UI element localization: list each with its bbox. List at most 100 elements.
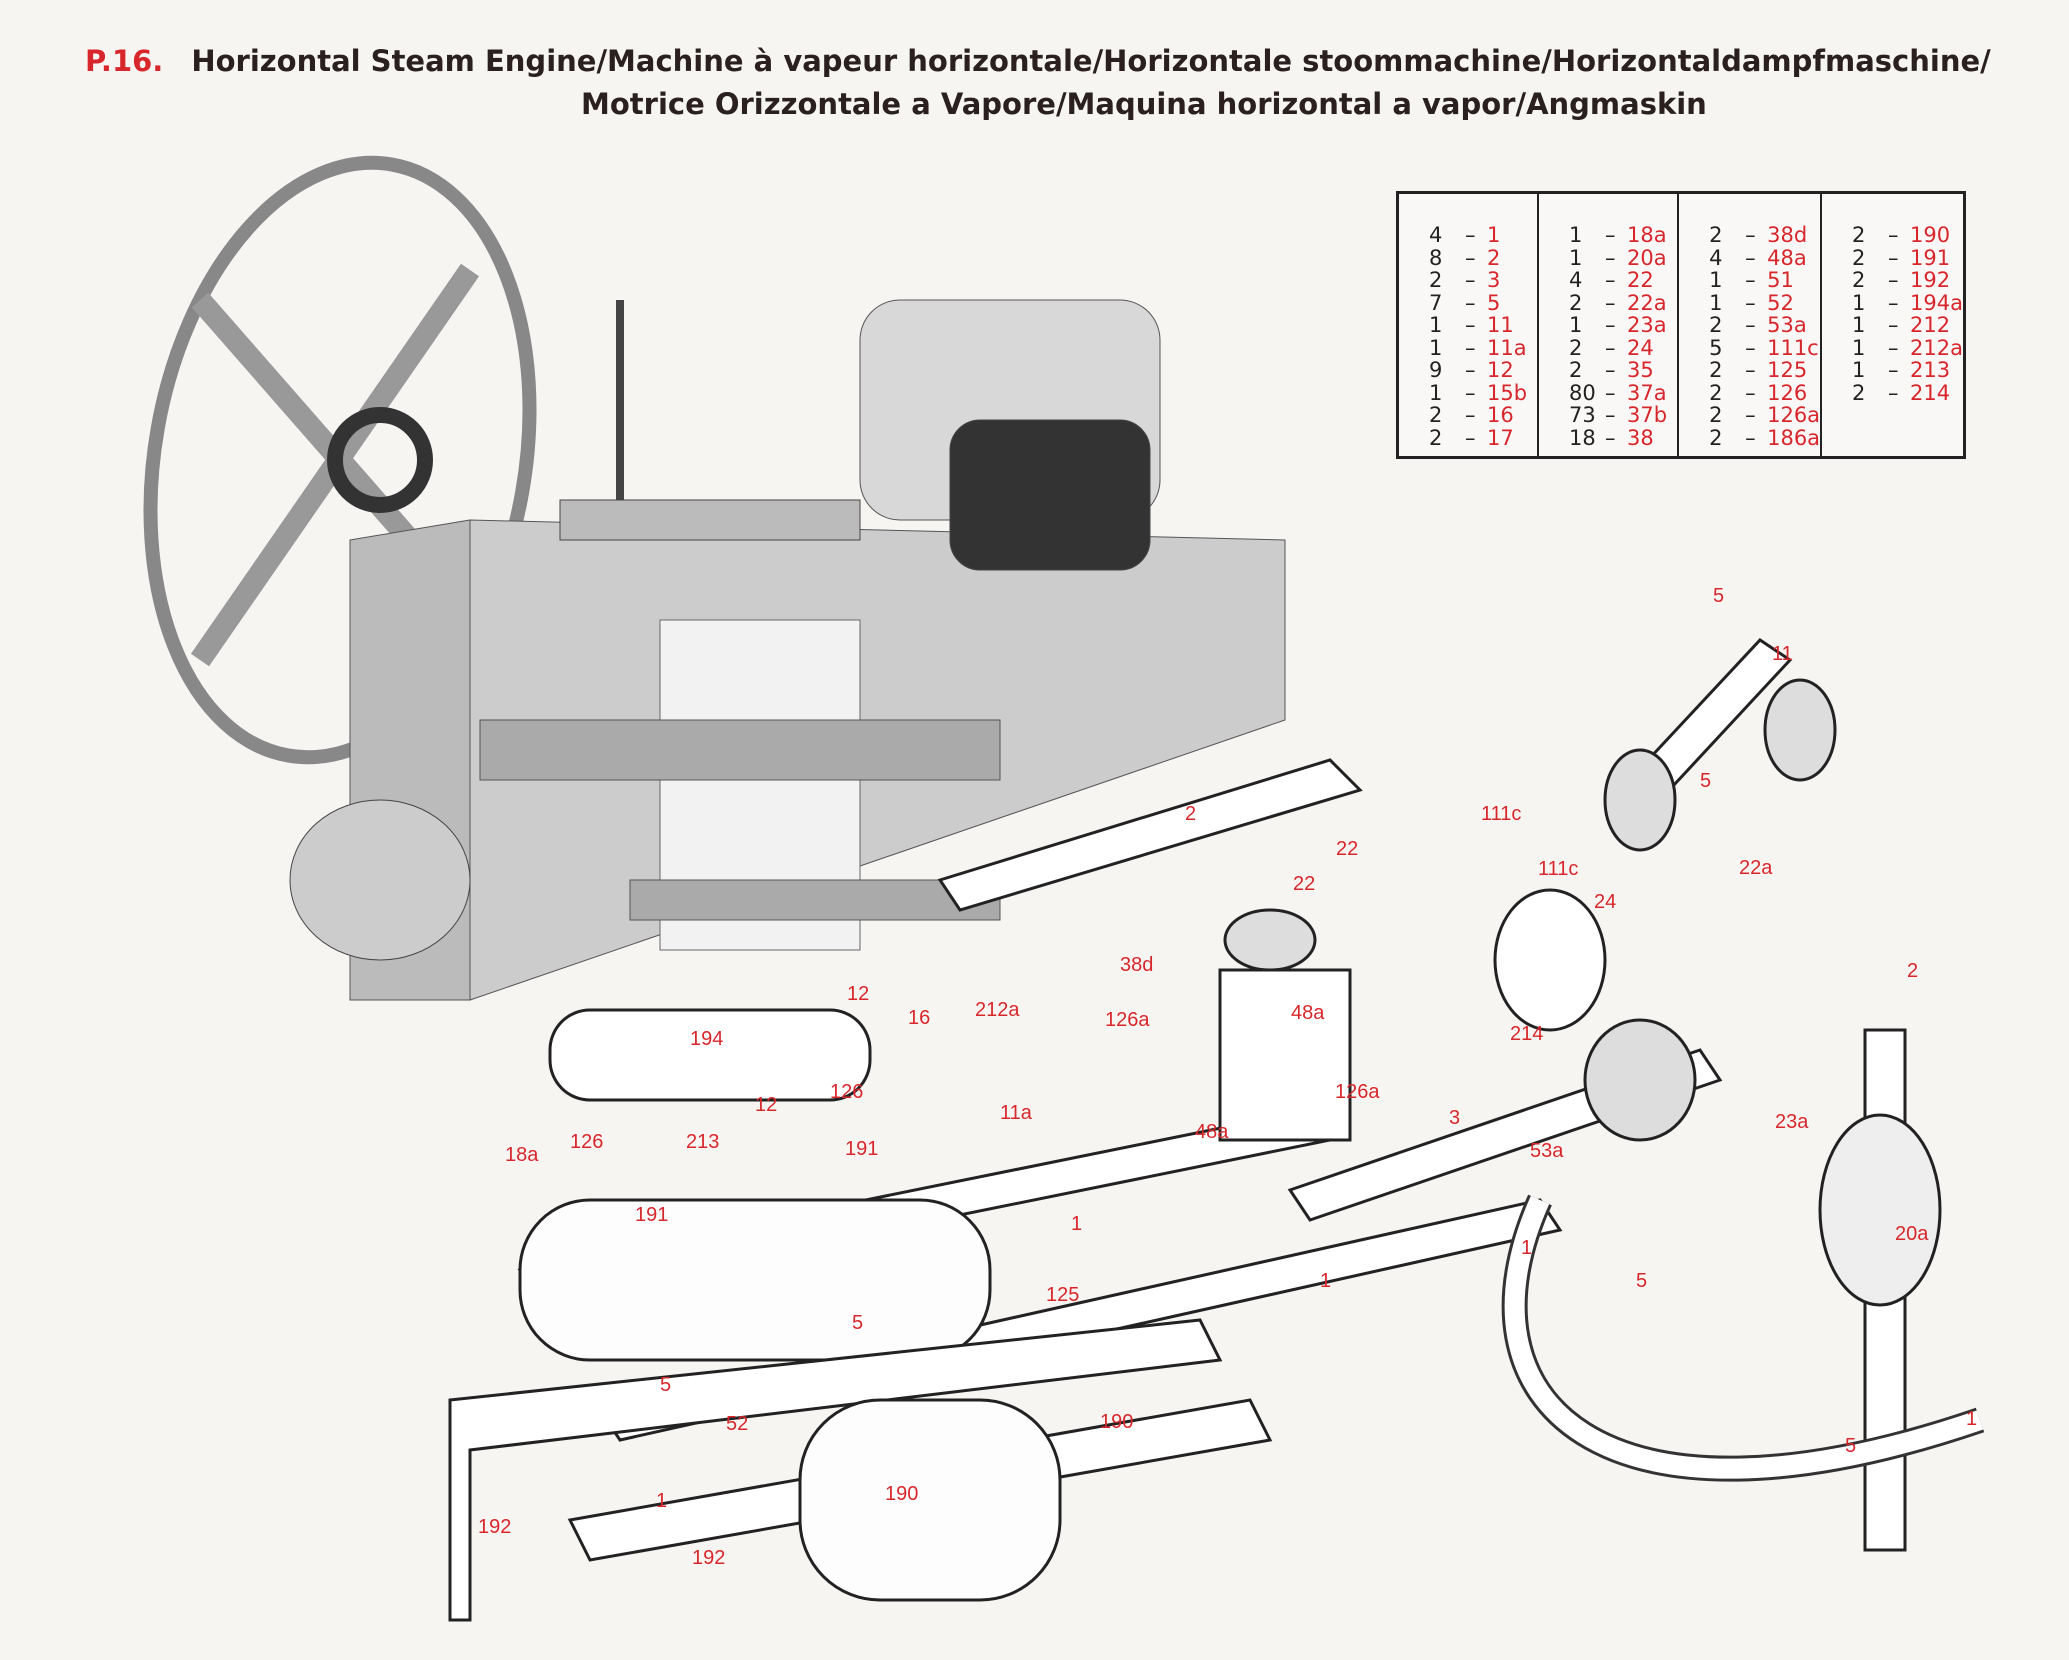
- part-number: 38: [1627, 425, 1654, 450]
- part-label: 192: [478, 1516, 511, 1538]
- parts-row: 2–214: [1852, 381, 1963, 405]
- part-number: 22: [1627, 268, 1654, 292]
- part-number: 12: [1487, 358, 1514, 382]
- parts-row: 2–186a: [1709, 426, 1820, 450]
- quantity: 80: [1569, 380, 1596, 405]
- part-number: 24: [1627, 335, 1654, 360]
- quantity: 2: [1569, 358, 1583, 382]
- quantity: 18: [1569, 425, 1596, 450]
- part-label: 191: [635, 1204, 668, 1226]
- parts-row: 73–37b: [1569, 404, 1677, 427]
- quantity: 4: [1569, 268, 1583, 292]
- part-label: 190: [885, 1483, 918, 1505]
- part-number: 2: [1487, 245, 1501, 270]
- quantity: 1: [1429, 313, 1443, 337]
- dash: –: [1605, 358, 1616, 382]
- part-number: 11a: [1487, 335, 1527, 360]
- parts-row: 2–192: [1852, 269, 1963, 292]
- dash: –: [1745, 290, 1756, 315]
- parts-row: 2–24: [1569, 335, 1677, 360]
- quantity: 2: [1569, 290, 1583, 315]
- parts-row: 1–20a: [1569, 245, 1677, 270]
- parts-row: 4–48a: [1709, 245, 1820, 270]
- dash: –: [1605, 268, 1616, 292]
- part-number: 22a: [1627, 290, 1667, 315]
- part-number: 17: [1487, 425, 1514, 450]
- dash: –: [1465, 425, 1476, 450]
- bracket-48a: [1218, 968, 1352, 1142]
- motor: [289, 799, 471, 961]
- parts-row: 8–2: [1429, 245, 1537, 270]
- part-label: 11: [1772, 643, 1793, 665]
- dash: –: [1465, 223, 1476, 247]
- part-label: 48a: [1291, 1002, 1325, 1024]
- parts-row: 2–53a: [1709, 314, 1820, 337]
- quantity: 5: [1709, 335, 1723, 360]
- dash: –: [1465, 268, 1476, 292]
- parts-row: 2–38d: [1709, 224, 1820, 247]
- part-label: 126a: [1105, 1009, 1150, 1031]
- part-label: 111c: [1538, 858, 1578, 880]
- part-label: 214: [1510, 1023, 1543, 1045]
- parts-row: 1–52: [1709, 290, 1820, 315]
- part-label: 24: [1594, 891, 1616, 913]
- parts-row: 2–125: [1709, 359, 1820, 382]
- quantity: 2: [1852, 245, 1866, 270]
- part-label: 48a: [1195, 1121, 1229, 1143]
- dash: –: [1745, 313, 1756, 337]
- part-label: 1: [1966, 1408, 1977, 1430]
- dash: –: [1465, 313, 1476, 337]
- flexible-plate-194: [548, 1008, 872, 1102]
- part-label: 38d: [1120, 954, 1153, 976]
- part-number: 20a: [1627, 245, 1667, 270]
- part-label: 5: [660, 1374, 671, 1396]
- parts-row: 2–22a: [1569, 290, 1677, 315]
- part-number: 23a: [1627, 313, 1667, 337]
- dash: –: [1745, 380, 1756, 405]
- part-number: 3: [1487, 268, 1501, 292]
- dash: –: [1605, 380, 1616, 405]
- parts-row: 2–3: [1429, 269, 1537, 292]
- part-label: 5: [1700, 770, 1711, 792]
- parts-row: 4–22: [1569, 269, 1677, 292]
- part-number: 15b: [1487, 380, 1528, 405]
- dash: –: [1605, 335, 1616, 360]
- dash: –: [1888, 335, 1899, 360]
- part-label: 1: [1521, 1237, 1532, 1259]
- parts-row: 1–213: [1852, 359, 1963, 382]
- quantity: 1: [1569, 313, 1583, 337]
- dash: –: [1465, 290, 1476, 315]
- part-label: 5: [852, 1312, 863, 1334]
- dash: –: [1888, 223, 1899, 247]
- part-number: 126a: [1767, 403, 1821, 427]
- parts-row: 1–212: [1852, 314, 1963, 337]
- part-label: 12: [847, 983, 869, 1005]
- title-line-2: Motrice Orizzontale a Vapore/Maquina hor…: [581, 87, 1707, 121]
- dash: –: [1745, 335, 1756, 360]
- quantity: 73: [1569, 403, 1596, 427]
- part-number: 38d: [1767, 223, 1808, 247]
- parts-row: 1–51: [1709, 269, 1820, 292]
- part-number: 53a: [1767, 313, 1807, 337]
- part-number: 37a: [1627, 380, 1667, 405]
- quantity: 2: [1709, 358, 1723, 382]
- parts-row: 2–190: [1852, 224, 1963, 247]
- parts-row: 1–18a: [1569, 224, 1677, 247]
- parts-row: 1–23a: [1569, 314, 1677, 337]
- quantity: 1: [1709, 268, 1723, 292]
- parts-row: 5–111c: [1709, 335, 1820, 360]
- part-number: 1: [1487, 223, 1501, 247]
- part-label: 53a: [1530, 1140, 1564, 1162]
- quantity: 1: [1852, 313, 1866, 337]
- part-number: 126: [1767, 380, 1808, 405]
- dash: –: [1745, 245, 1756, 270]
- parts-row: 2–126: [1709, 380, 1820, 405]
- parts-row: 2–35: [1569, 359, 1677, 382]
- part-label: 125: [1046, 1284, 1079, 1306]
- dash: –: [1888, 290, 1899, 315]
- part-label: 5: [1636, 1270, 1647, 1292]
- parts-row: 1–194a: [1852, 290, 1963, 315]
- part-label: 5: [1713, 585, 1724, 607]
